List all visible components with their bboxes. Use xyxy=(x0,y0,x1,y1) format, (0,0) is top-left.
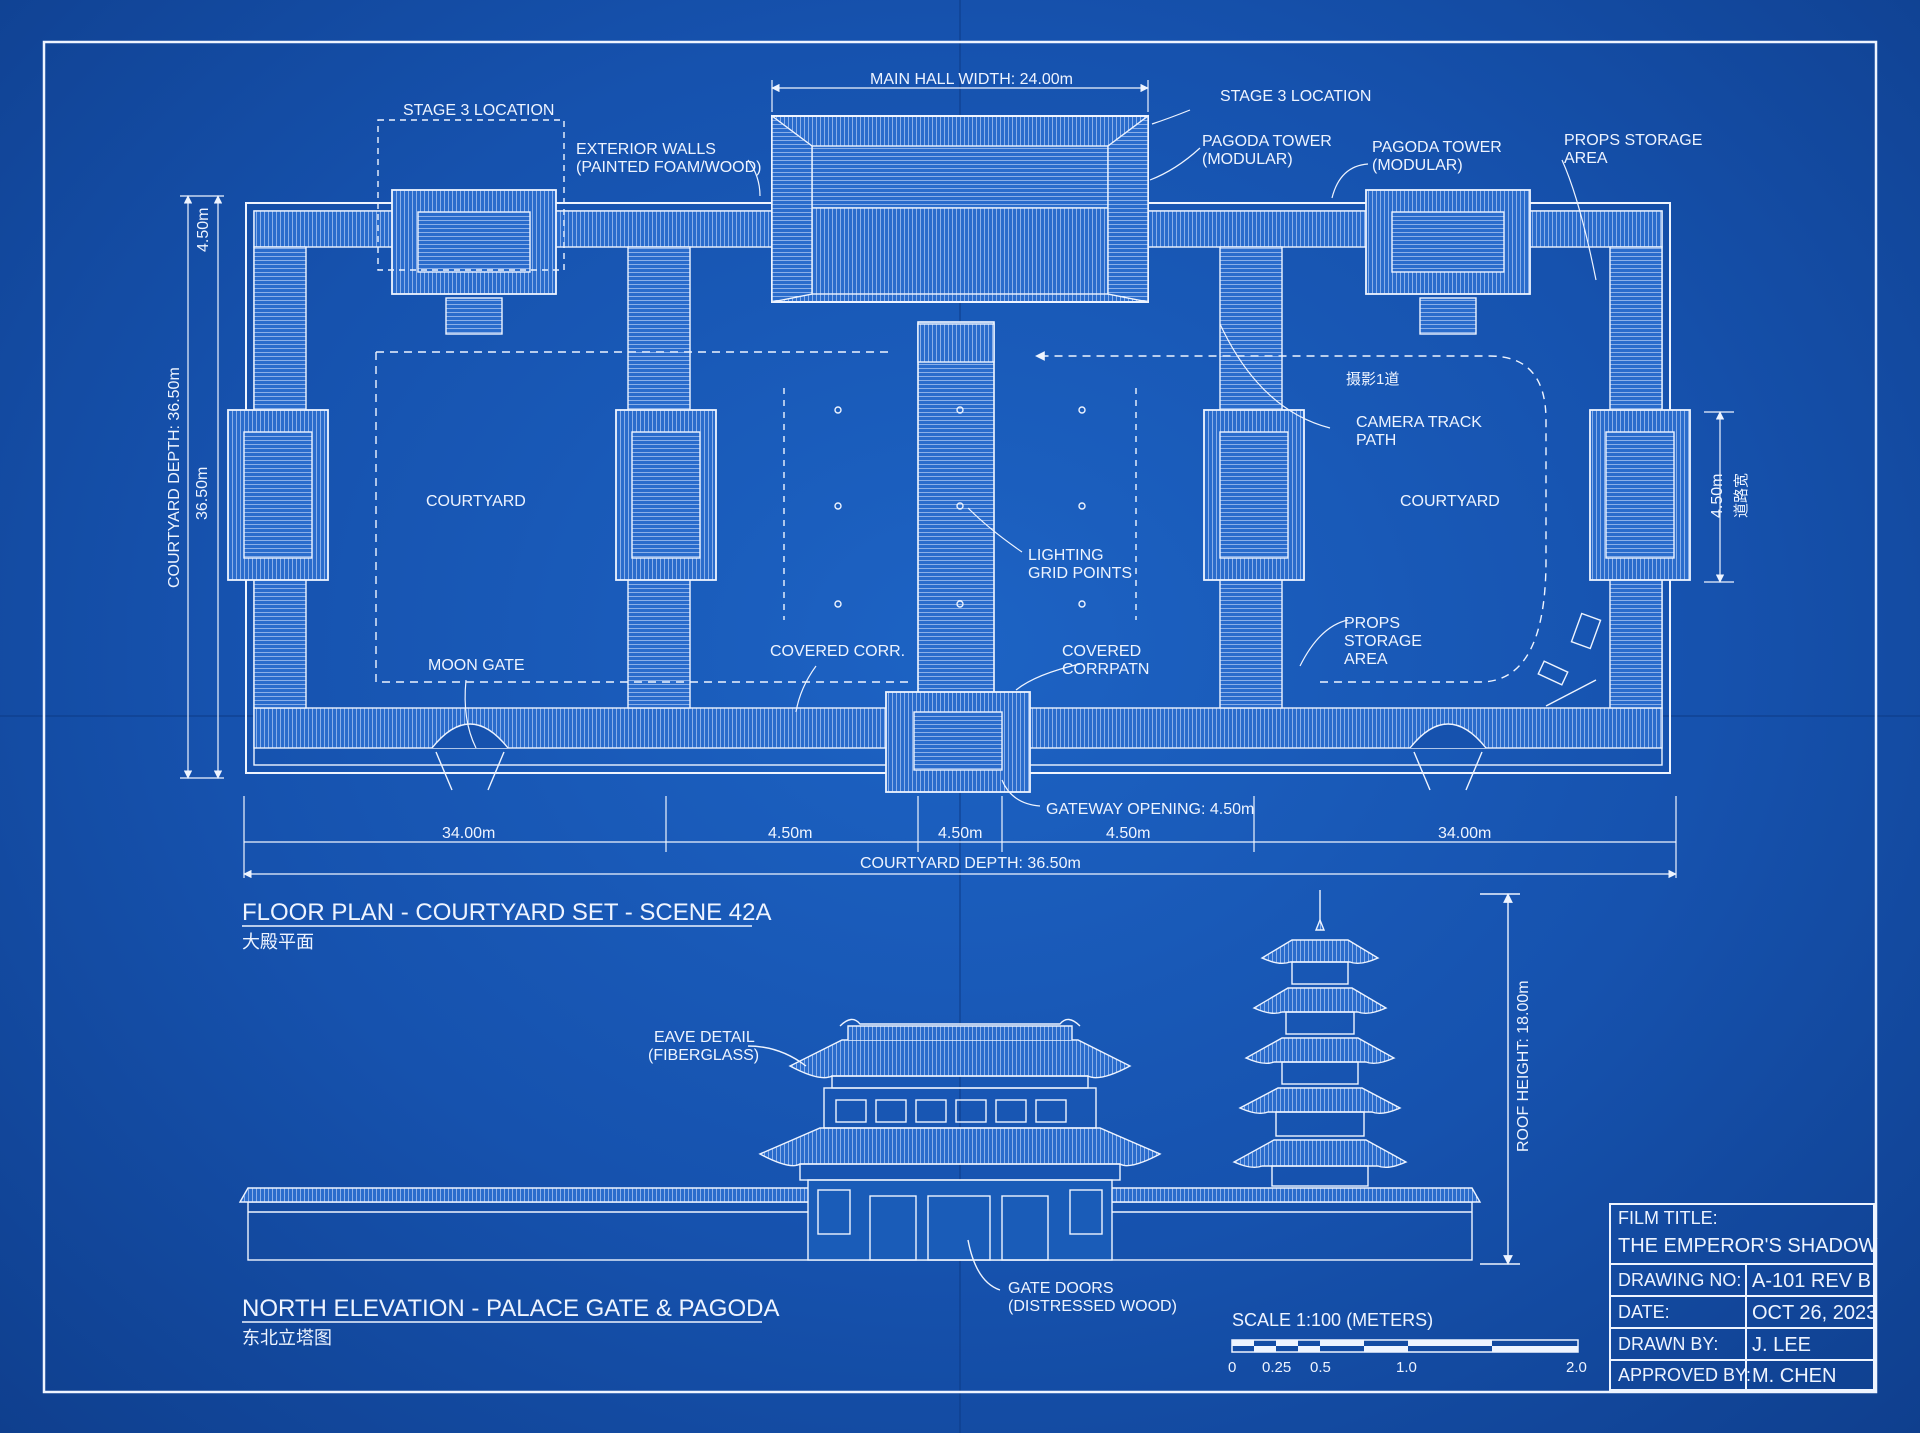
drawn-by-label: DRAWN BY: xyxy=(1618,1334,1718,1354)
exterior-walls-material: (PAINTED FOAM/WOOD) xyxy=(576,159,761,176)
roof-height-label: ROOF HEIGHT: 18.00m xyxy=(1515,980,1532,1152)
pagoda-tower-b-sub: (MODULAR) xyxy=(1372,157,1463,174)
courtyard-left-label: COURTYARD xyxy=(426,493,526,510)
dim-left-inner: 36.50m xyxy=(194,467,211,520)
gate-doors-material: (DISTRESSED WOOD) xyxy=(1008,1298,1177,1315)
scale-tick-025: 0.25 xyxy=(1262,1359,1291,1376)
floor-plan-title: FLOOR PLAN - COURTYARD SET - SCENE 42A xyxy=(242,899,771,926)
exterior-walls-label: EXTERIOR WALLS xyxy=(576,141,716,158)
stage3-left-label: STAGE 3 LOCATION xyxy=(403,102,554,119)
approved-by-value: M. CHEN xyxy=(1752,1365,1836,1387)
lighting-grid-label: LIGHTING xyxy=(1028,547,1104,564)
dim-bottom-3: 4.50m xyxy=(938,825,982,842)
drawing-no-label: DRAWING NO: xyxy=(1618,1270,1741,1290)
eave-detail-material: (FIBERGLASS) xyxy=(648,1047,759,1064)
props-storage-right-2: STORAGE xyxy=(1344,633,1422,650)
date-value: OCT 26, 2023 xyxy=(1752,1302,1877,1324)
floor-plan xyxy=(227,114,1691,793)
drawing-no-value: A-101 REV B xyxy=(1752,1270,1871,1292)
floor-plan-subtitle-cn: 大殿平面 xyxy=(242,932,314,952)
dim-right: 4.50m xyxy=(1709,474,1726,518)
scale-bar: SCALE 1:100 (METERS) 0 0.25 0.5 1.0 2.0 xyxy=(1228,1310,1587,1376)
sheet-border xyxy=(42,40,1878,1394)
dim-left-top: 4.50m xyxy=(195,208,212,252)
camera-track-cn: 摄影1道 xyxy=(1346,371,1399,388)
camera-track-label: CAMERA TRACK xyxy=(1356,414,1482,431)
scale-tick-2: 2.0 xyxy=(1566,1359,1587,1376)
dim-left-outer: COURTYARD DEPTH: 36.50m xyxy=(166,367,183,588)
elevation-title: NORTH ELEVATION - PALACE GATE & PAGODA xyxy=(242,1295,779,1322)
camera-track-path: PATH xyxy=(1356,432,1396,449)
scale-label: SCALE 1:100 (METERS) xyxy=(1232,1310,1433,1330)
gate-doors-label: GATE DOORS xyxy=(1008,1280,1114,1297)
plan-dimensions xyxy=(180,80,1734,879)
drawn-by-value: J. LEE xyxy=(1752,1334,1811,1356)
dim-bottom-1: 34.00m xyxy=(442,825,495,842)
props-storage-right-3: AREA xyxy=(1344,651,1388,668)
dim-bottom-5: 34.00m xyxy=(1438,825,1491,842)
film-title-value: THE EMPEROR'S SHADOW xyxy=(1618,1235,1878,1257)
approved-by-label: APPROVED BY: xyxy=(1618,1365,1751,1385)
dim-bottom-4: 4.50m xyxy=(1106,825,1150,842)
main-hall-width-label: MAIN HALL WIDTH: 24.00m xyxy=(870,71,1073,88)
courtyard-right-label: COURTYARD xyxy=(1400,493,1500,510)
plan-labels: STAGE 3 LOCATION MAIN HALL WIDTH: 24.00m… xyxy=(166,71,1750,872)
eave-detail-label: EAVE DETAIL xyxy=(654,1029,755,1046)
pagoda-tower-b-label: PAGODA TOWER xyxy=(1372,139,1502,156)
dim-right-cn: 道路宽 xyxy=(1733,473,1750,518)
moon-gate-label: MOON GATE xyxy=(428,657,525,674)
scale-tick-1: 1.0 xyxy=(1396,1359,1417,1376)
scale-tick-0: 0 xyxy=(1228,1359,1236,1376)
scale-tick-05: 0.5 xyxy=(1310,1359,1331,1376)
dim-total: COURTYARD DEPTH: 36.50m xyxy=(860,855,1081,872)
covered-corridor-left-label: COVERED CORR. xyxy=(770,643,905,660)
title-block xyxy=(1609,1203,1875,1391)
north-elevation xyxy=(238,890,1520,1291)
lighting-grid-points: GRID POINTS xyxy=(1028,565,1132,582)
gateway-opening-label: GATEWAY OPENING: 4.50m xyxy=(1046,801,1254,818)
props-storage-top-area: AREA xyxy=(1564,150,1608,167)
covered-corridor-right-1: COVERED xyxy=(1062,643,1141,660)
pagoda-tower-a-label: PAGODA TOWER xyxy=(1202,133,1332,150)
props-storage-right-1: PROPS xyxy=(1344,615,1400,632)
props-storage-top-label: PROPS STORAGE xyxy=(1564,132,1702,149)
film-title-label: FILM TITLE: xyxy=(1618,1208,1718,1228)
stage3-right-label: STAGE 3 LOCATION xyxy=(1220,88,1371,105)
date-label: DATE: xyxy=(1618,1302,1670,1322)
covered-corridor-right-2: CORRPATN xyxy=(1062,661,1149,678)
elevation-subtitle-cn: 东北立塔图 xyxy=(242,1328,332,1348)
dim-bottom-2: 4.50m xyxy=(768,825,812,842)
pagoda-tower-a-sub: (MODULAR) xyxy=(1202,151,1293,168)
